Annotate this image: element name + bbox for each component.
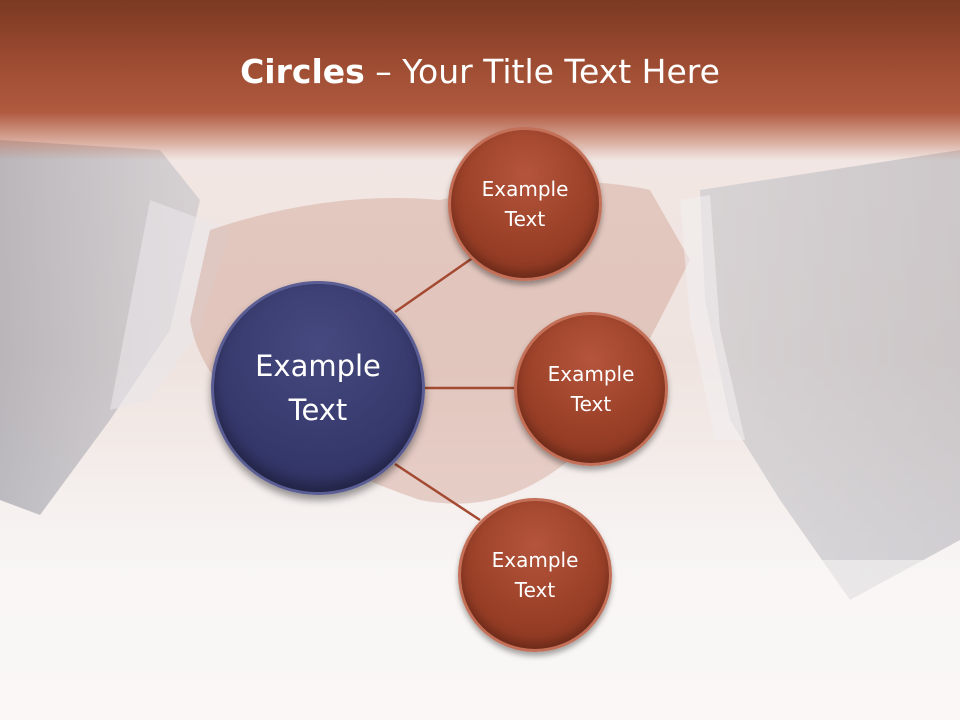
node-circle-top[interactable]: Example Text (448, 127, 602, 281)
slide-title: Circles – Your Title Text Here (0, 52, 960, 91)
title-bar (0, 0, 960, 160)
center-circle-label: Example Text (255, 349, 381, 427)
slide-title-bold: Circles (240, 52, 365, 91)
center-circle[interactable]: Example Text (211, 281, 425, 495)
connector-line-top (394, 255, 475, 314)
node-circle-label: Example Text (547, 362, 635, 416)
slide-title-rest: – Your Title Text Here (364, 52, 720, 91)
node-circle-bottom[interactable]: Example Text (458, 498, 612, 652)
connector-line-bottom (394, 462, 481, 522)
node-circle-label: Example Text (481, 177, 569, 231)
node-circle-middle[interactable]: Example Text (514, 312, 668, 466)
node-circle-label: Example Text (491, 548, 579, 602)
